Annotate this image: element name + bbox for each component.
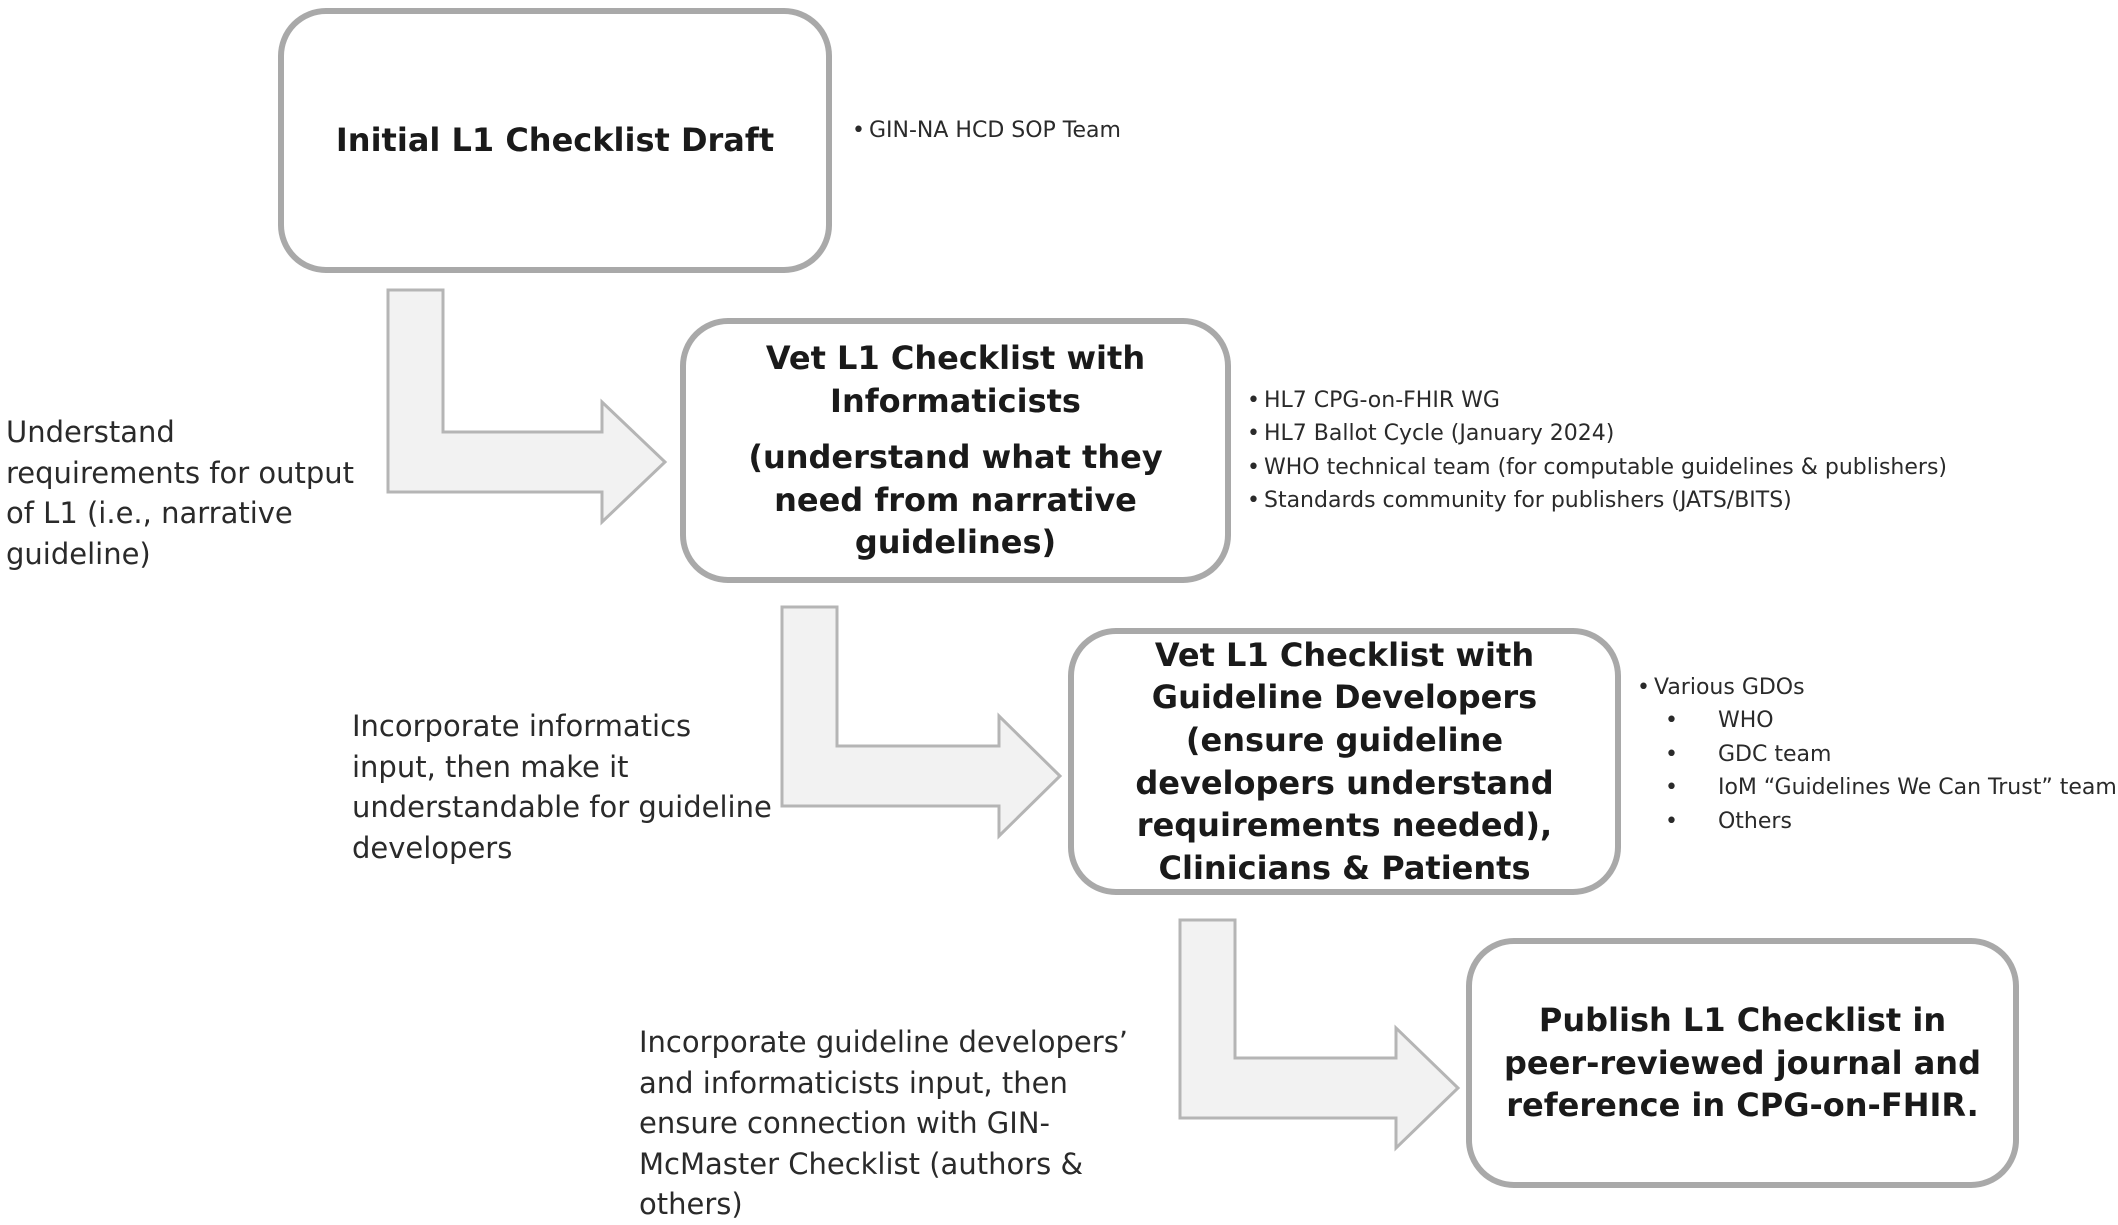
step-subtitle: (understand what they need from narrativ… bbox=[748, 438, 1163, 562]
bullet-item: •Standards community for publishers (JAT… bbox=[1247, 488, 1792, 514]
step-title: Publish L1 Checklist in peer-reviewed jo… bbox=[1504, 1001, 1981, 1125]
bullet-subitem: •WHO bbox=[1665, 708, 1774, 734]
step-title: Initial L1 Checklist Draft bbox=[335, 121, 775, 160]
step-box-publish: Publish L1 Checklist in peer-reviewed jo… bbox=[1466, 938, 2019, 1188]
bullet-subitem: •IoM “Guidelines We Can Trust” team bbox=[1665, 775, 2117, 801]
bullet-item: •HL7 CPG-on-FHIR WG bbox=[1247, 388, 1500, 413]
bullet-item: •GIN-NA HCD SOP Team bbox=[852, 118, 1121, 143]
bullet-list-guideline-developers: •Various GDOs •WHO •GDC team •IoM “Guide… bbox=[1637, 671, 2117, 838]
arrow-2-to-3 bbox=[780, 605, 1063, 840]
side-note-1: Understand requirements for output of L1… bbox=[6, 415, 355, 571]
arrow-3-to-4 bbox=[1178, 918, 1461, 1152]
side-note-3: Incorporate guideline developers’ and in… bbox=[639, 1025, 1129, 1222]
connector-arrows bbox=[386, 288, 1461, 1152]
bullet-subitem: •GDC team bbox=[1665, 741, 1832, 767]
step-box-vet-guideline-developers: Vet L1 Checklist with Guideline Develope… bbox=[1068, 628, 1621, 895]
bullet-item: •WHO technical team (for computable guid… bbox=[1247, 454, 1947, 480]
bullet-list-initial-draft: •GIN-NA HCD SOP Team bbox=[852, 114, 1121, 147]
bullet-subitem: •Others bbox=[1665, 808, 1792, 834]
bullet-item: •Various GDOs bbox=[1637, 675, 1805, 700]
step-box-vet-informaticists: Vet L1 Checklist with Informaticists (un… bbox=[680, 318, 1231, 583]
step-title: Vet L1 Checklist with Guideline Develope… bbox=[1135, 635, 1554, 887]
step-box-initial-draft: Initial L1 Checklist Draft bbox=[278, 8, 832, 273]
arrow-1-to-2 bbox=[386, 288, 668, 526]
bullet-list-informaticists: •HL7 CPG-on-FHIR WG •HL7 Ballot Cycle (J… bbox=[1247, 384, 1947, 518]
step-title: Vet L1 Checklist with Informaticists bbox=[765, 339, 1146, 420]
bullet-item: •HL7 Ballot Cycle (January 2024) bbox=[1247, 421, 1615, 447]
side-note-2: Incorporate informatics input, then make… bbox=[352, 709, 772, 865]
